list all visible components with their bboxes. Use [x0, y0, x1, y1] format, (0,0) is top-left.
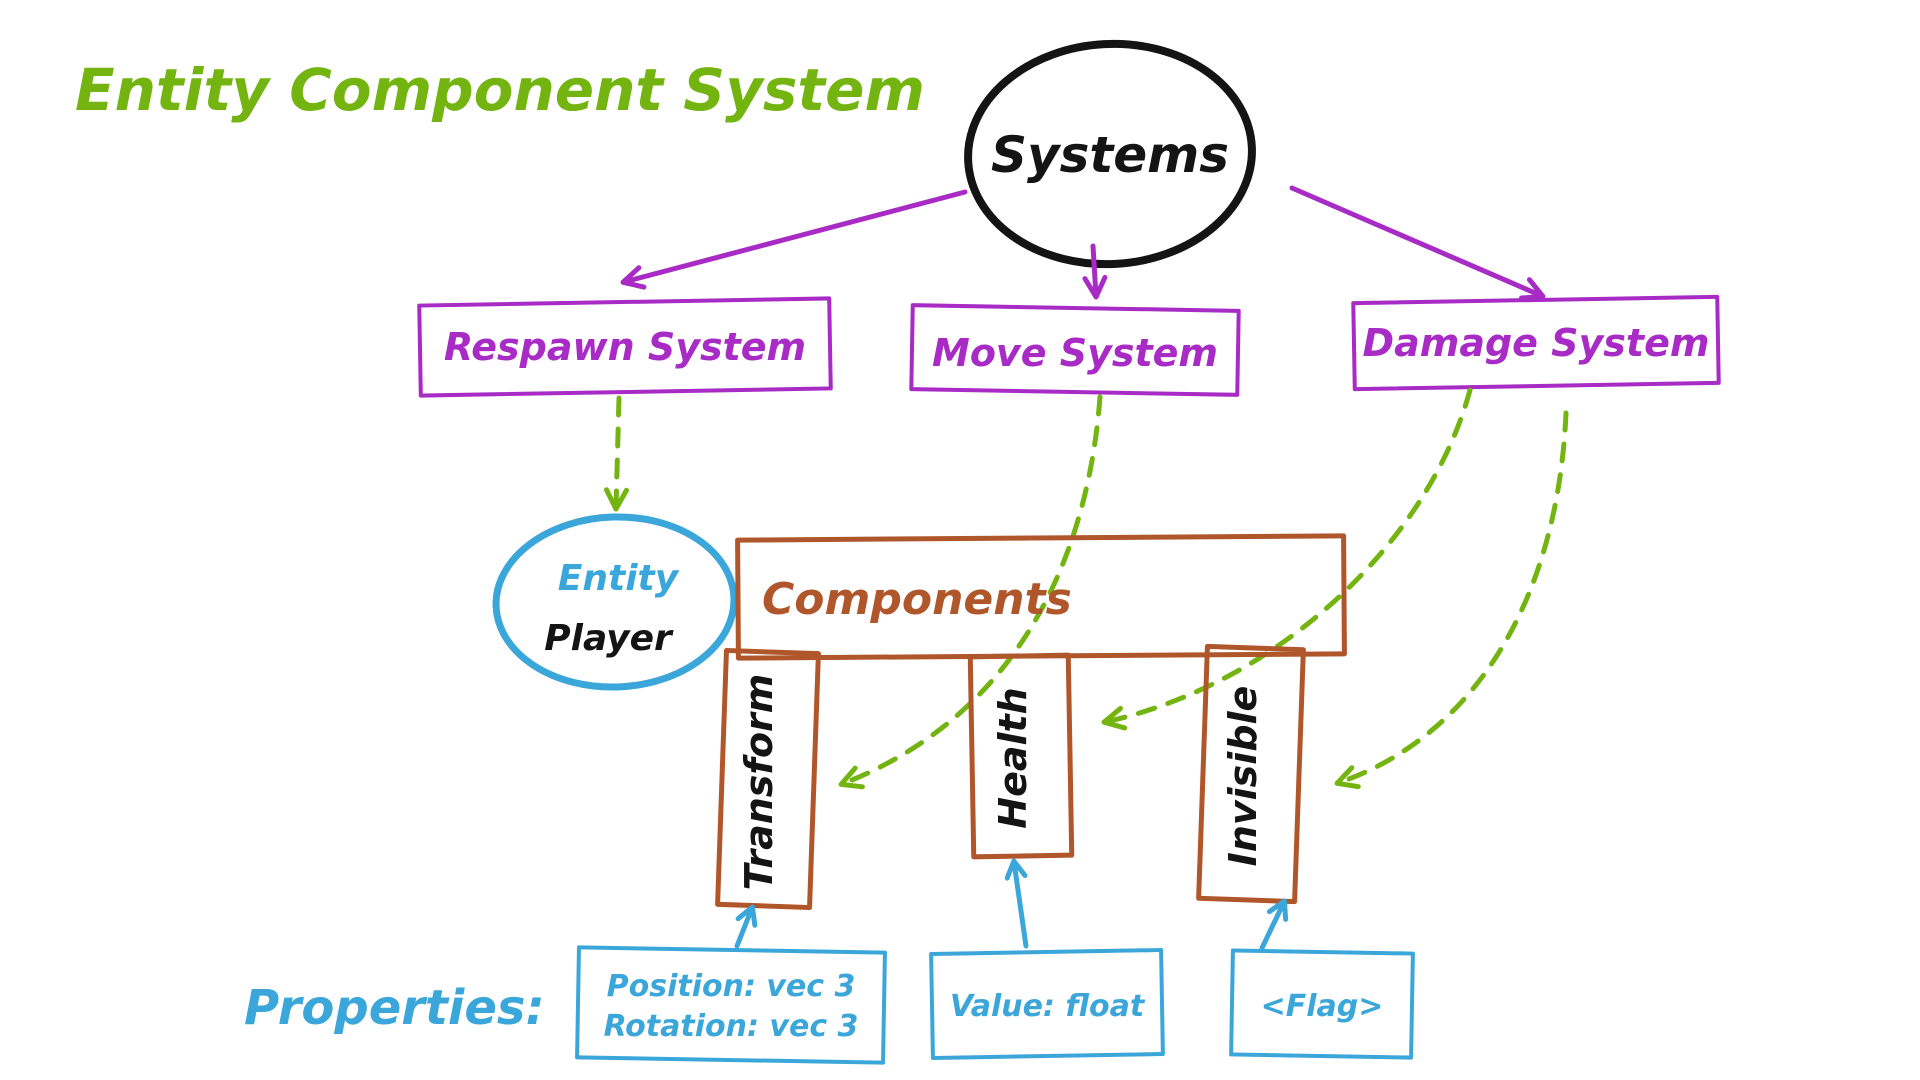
respawn-system-box — [417, 296, 833, 398]
systems-label: Systems — [991, 126, 1229, 184]
arrow-props-to-health — [1004, 858, 1029, 949]
damage-system-label: Damage System — [1363, 321, 1710, 365]
transform-component-node: Transform — [715, 647, 821, 911]
transform-rotation-property: Rotation: vec 3 — [604, 1009, 859, 1044]
damage-system-node: Damage System — [1351, 294, 1721, 392]
respawn-system-node: Respawn System — [417, 296, 833, 398]
arrow-damage-to-invisible — [1334, 410, 1569, 790]
components-label: Components — [762, 574, 1072, 625]
invisible-component-box — [1196, 643, 1306, 905]
health-value-property: Value: float — [950, 989, 1146, 1024]
entity-ellipse — [492, 513, 738, 691]
health-properties-box — [929, 948, 1165, 1060]
arrow-props-to-invisible — [1259, 898, 1289, 951]
transform-component-label: Transform — [737, 674, 781, 891]
arrow-damage-to-health — [1101, 387, 1473, 731]
invisible-flag-property: <Flag> — [1261, 989, 1384, 1024]
arrow-systems-to-move — [1082, 243, 1108, 300]
transform-component-box — [715, 647, 821, 911]
systems-ellipse — [964, 39, 1256, 269]
systems-node: Systems — [964, 39, 1256, 269]
invisible-properties-node: <Flag> — [1229, 948, 1415, 1060]
transform-properties-box — [575, 945, 887, 1065]
transform-position-property: Position: vec 3 — [607, 969, 856, 1004]
arrow-systems-to-respawn — [620, 189, 968, 290]
arrow-props-to-transform — [734, 904, 758, 949]
respawn-system-label: Respawn System — [444, 325, 806, 369]
invisible-properties-box — [1229, 948, 1415, 1060]
move-system-label: Move System — [932, 331, 1218, 375]
invisible-component-label: Invisible — [1221, 686, 1265, 867]
diagram-title: Entity Component System — [75, 56, 925, 124]
damage-system-box — [1351, 294, 1721, 392]
health-component-node: Health — [967, 652, 1075, 860]
move-system-node: Move System — [909, 303, 1241, 397]
entity-name-label: Player — [544, 618, 674, 659]
arrow-systems-to-damage — [1289, 185, 1546, 301]
entity-node: Entity Player — [492, 513, 738, 691]
properties-label: Properties: — [244, 980, 545, 1036]
components-node: Components — [735, 533, 1347, 661]
move-system-box — [909, 303, 1241, 397]
invisible-component-node: Invisible — [1196, 643, 1306, 905]
health-properties-node: Value: float — [929, 948, 1165, 1060]
transform-properties-node: Position: vec 3 Rotation: vec 3 — [575, 945, 887, 1065]
health-component-box — [967, 652, 1075, 860]
arrow-move-to-transform — [838, 394, 1103, 790]
health-component-label: Health — [991, 687, 1035, 828]
arrow-respawn-to-entity — [603, 395, 629, 512]
entity-label: Entity — [558, 558, 680, 599]
